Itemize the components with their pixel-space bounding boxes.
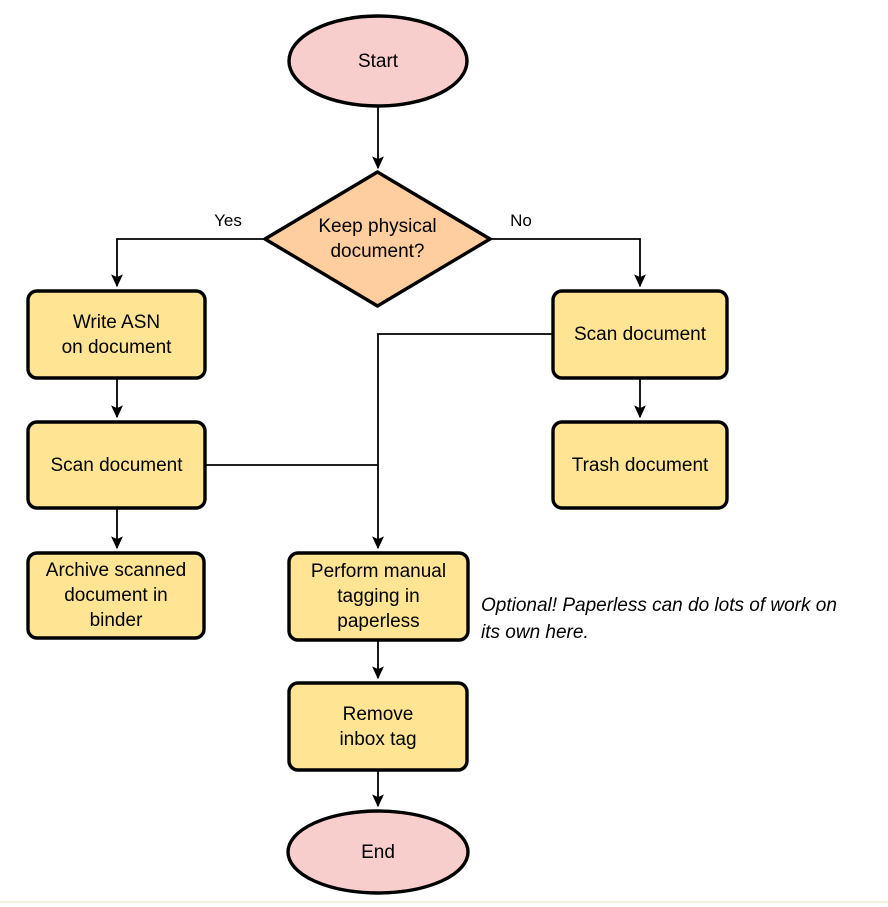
decision-node	[263, 170, 492, 308]
tagging-node	[287, 551, 470, 642]
archive-node	[26, 551, 206, 640]
remove-inbox-node	[287, 681, 469, 772]
edge-scanright-to-tagging	[372, 333, 553, 550]
scan-left-node	[26, 420, 207, 510]
scan-right-node	[551, 289, 729, 380]
edge-decision-no	[490, 238, 646, 288]
write-asn-node	[26, 289, 207, 380]
page-bottom-divider	[0, 901, 888, 903]
connector-group	[111, 106, 646, 808]
start-node	[287, 14, 469, 108]
edge-decision-yes	[111, 238, 265, 288]
trash-node	[551, 420, 729, 510]
end-node	[286, 809, 470, 895]
node-group	[26, 14, 729, 895]
